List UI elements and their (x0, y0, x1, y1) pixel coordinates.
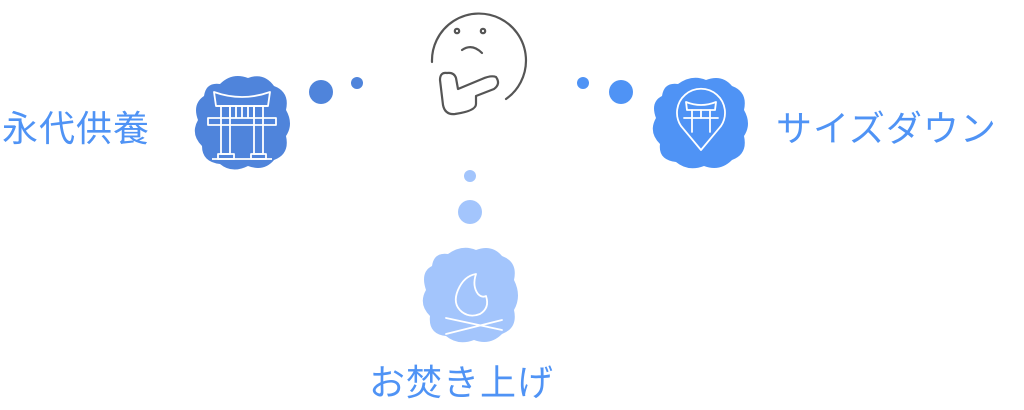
torii-gate-icon (190, 70, 294, 174)
option-label: お焚き上げ (369, 363, 555, 404)
option-label: 永代供養 (2, 109, 151, 150)
connector-dots-left (309, 77, 363, 104)
bonfire-icon (418, 242, 522, 348)
torii-location-pin-icon (648, 72, 752, 172)
connector-dots-bottom (458, 170, 482, 224)
connector-dots-right (577, 77, 633, 104)
option-label: サイズダウン (776, 109, 997, 150)
thinking-face-icon (410, 0, 540, 120)
